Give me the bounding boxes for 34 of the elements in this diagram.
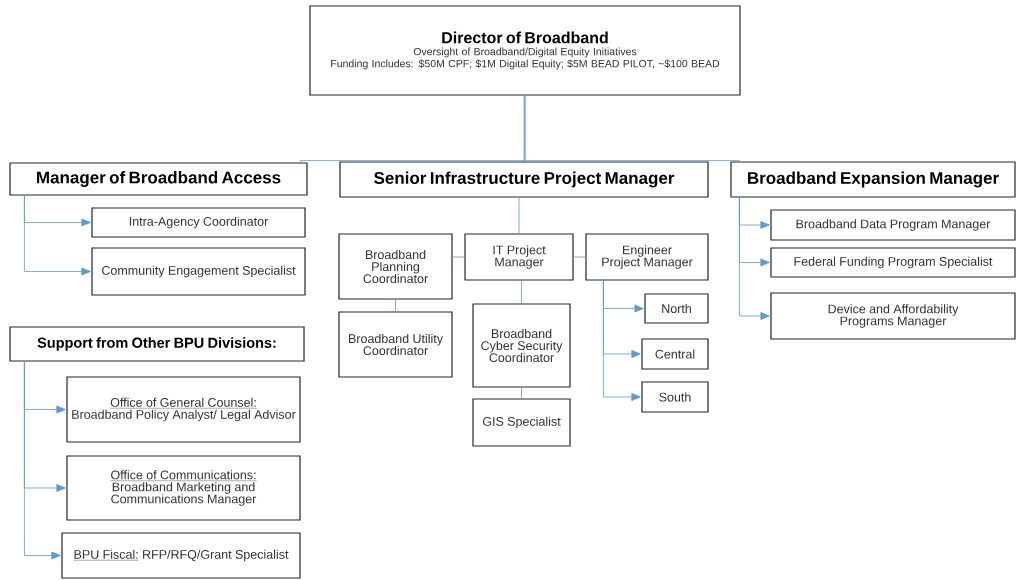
region-box: Central xyxy=(641,338,709,370)
manager-box: Broadband Expansion Manager xyxy=(730,161,1016,198)
arrow xyxy=(24,361,61,560)
arrow xyxy=(739,197,770,320)
connector-line xyxy=(395,299,396,312)
position-box: Device and Affordability Programs Manager xyxy=(770,292,1016,340)
connector-line xyxy=(523,95,525,162)
position-box: Broadband Utility Coordinator xyxy=(338,311,453,378)
position-box: Broadband Data Program Manager xyxy=(770,209,1016,241)
connector-line xyxy=(521,280,522,304)
connector-line xyxy=(524,95,740,162)
connector-line xyxy=(452,256,465,258)
arrow xyxy=(24,195,91,276)
position-box: Broadband Planning Coordinator xyxy=(338,233,453,300)
position-box: Intra-Agency Coordinator xyxy=(91,207,306,238)
connector-line xyxy=(573,256,586,258)
position-box: Engineer Project Manager xyxy=(585,233,709,281)
position-box: Broadband Cyber Security Coordinator xyxy=(472,303,571,388)
position-box: Office of General Counsel: Broadband Policy Analyst/ Legal Advisor xyxy=(66,376,301,443)
manager-box: Senior Infrastructure Project Manager xyxy=(339,161,709,198)
position-box: Community Engagement Specialist xyxy=(91,247,306,296)
connector-line xyxy=(521,387,522,399)
arrow xyxy=(603,280,641,401)
director-box: Director of Broadband Oversight of Broadband/Digital Equity Initiatives Funding Includes: $50M CPF; $1M Digital Equity; $5M BEAD PILOT, ~$100 BEAD xyxy=(309,5,741,96)
position-box: Office of Communications: Broadband Marketing and Communications Manager xyxy=(66,455,301,521)
connector-line xyxy=(518,197,520,234)
group-header-box: Support from Other BPU Divisions: xyxy=(9,326,305,362)
manager-box: Manager of Broadband Access xyxy=(9,162,308,196)
region-box: South xyxy=(641,381,709,413)
position-box: BPU Fiscal: RFP/RFQ/Grant Specialist xyxy=(61,532,301,579)
region-box: North xyxy=(644,293,709,324)
position-box: Federal Funding Program Specialist xyxy=(770,247,1016,278)
position-box: GIS Specialist xyxy=(472,398,571,447)
position-box: IT Project Manager xyxy=(464,233,574,281)
